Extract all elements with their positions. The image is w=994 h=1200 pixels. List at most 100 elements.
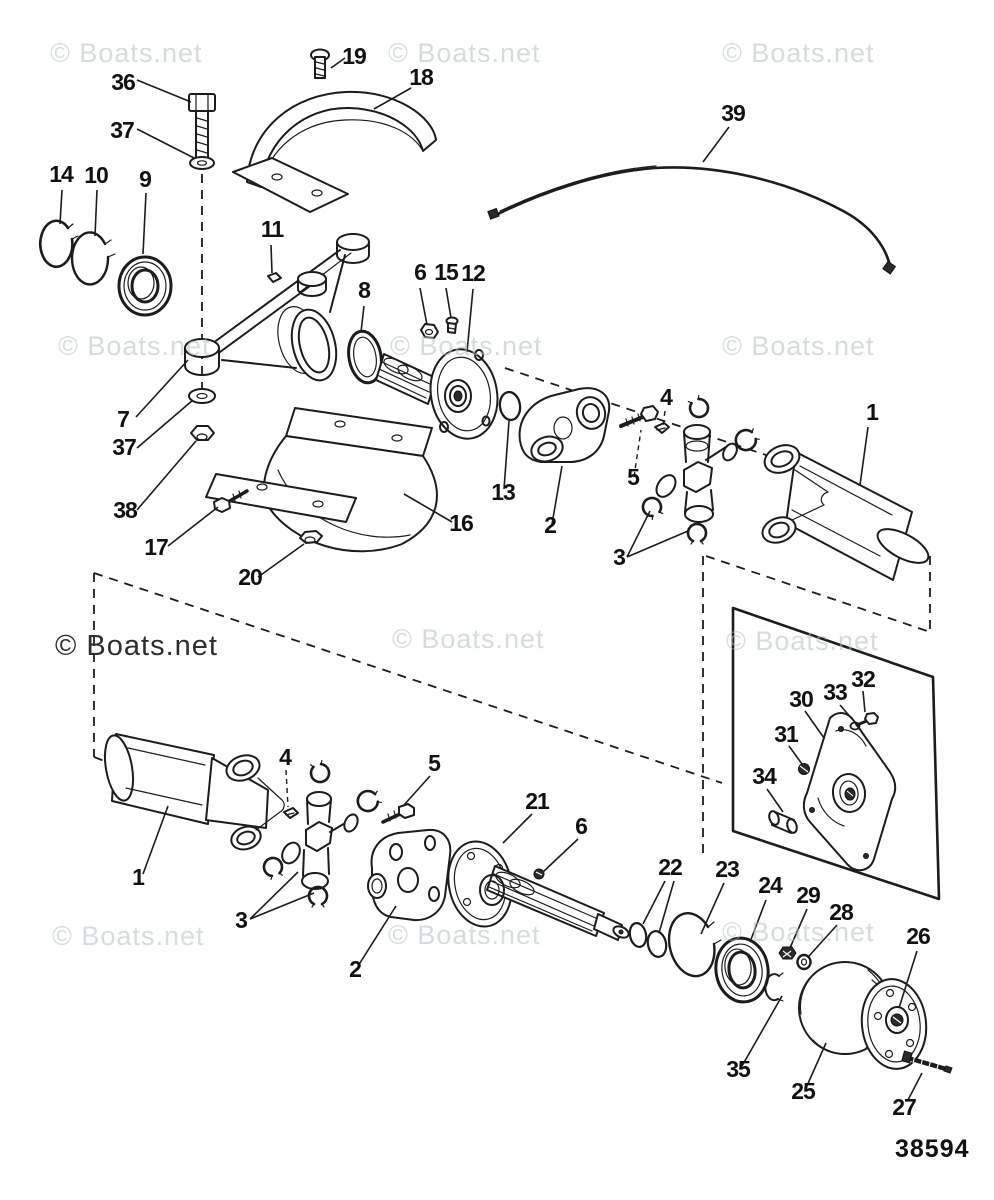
callout-label: 16 <box>449 510 473 536</box>
part-36-bolt <box>188 93 216 170</box>
part-1-driveshaft-upper <box>761 444 930 581</box>
diagram-linework <box>39 48 953 1074</box>
callout-label: 24 <box>758 872 783 898</box>
callout-label: 2 <box>544 512 556 538</box>
watermark-text: © Boats.net <box>52 921 204 951</box>
part-18-engine-coupler-bracket-upper <box>232 90 437 213</box>
part-ujoint-cross-lower <box>262 760 382 908</box>
callout-label: 14 <box>49 161 74 187</box>
part-6-nut-upper <box>420 323 439 339</box>
callout-label: 11 <box>261 216 285 242</box>
callout-label: 15 <box>434 259 459 285</box>
callout-label: 2 <box>349 956 361 982</box>
part-12-drive-flange <box>375 348 499 440</box>
watermark-layer: © Boats.net © Boats.net © Boats.net © Boats… <box>50 38 878 951</box>
callout-label: 12 <box>461 260 485 286</box>
callout-label: 5 <box>627 464 640 490</box>
part-31-nut-inset <box>798 763 810 775</box>
callout-label: 34 <box>752 763 777 789</box>
callout-label: 6 <box>575 813 587 839</box>
callout-label: 1 <box>132 864 145 890</box>
callout-label: 13 <box>491 479 515 505</box>
callout-label: 25 <box>791 1078 816 1104</box>
callout-label: 30 <box>789 686 813 712</box>
watermark-text: © Boats.net <box>722 331 874 361</box>
part-33-washer-inset <box>849 721 861 731</box>
callout-label: 10 <box>84 162 108 188</box>
leader-lines <box>59 57 923 1101</box>
part-30-coupler-plate <box>802 712 897 872</box>
part-13-oring <box>498 390 522 422</box>
part-ujoint-cross-upper <box>641 394 760 545</box>
callout-label: 26 <box>906 923 930 949</box>
callout-label: 6 <box>414 259 426 285</box>
callout-label: 37 <box>112 434 136 460</box>
part-15-fitting <box>445 316 459 334</box>
watermark-text: © Boats.net <box>392 624 544 654</box>
part-10-retaining-ring <box>70 231 116 286</box>
callout-label: 37 <box>110 117 134 143</box>
part-24-bearing <box>714 936 770 1004</box>
watermark-text: © Boats.net <box>722 38 874 68</box>
callout-label: 29 <box>796 882 820 908</box>
part-34-bushing-inset <box>768 810 798 834</box>
callout-label: 38 <box>113 497 138 523</box>
callout-label: 32 <box>851 666 875 692</box>
watermark-text: © Boats.net <box>55 630 218 662</box>
part-21-hub-and-shaft <box>447 840 630 941</box>
callout-label: 1 <box>866 399 879 425</box>
callout-label: 3 <box>235 907 247 933</box>
part-22-orings <box>628 922 668 958</box>
part-39-shift-cable <box>487 165 897 275</box>
watermark-text: © Boats.net <box>58 331 210 361</box>
callout-label: 23 <box>715 856 739 882</box>
watermark-text: © Boats.net <box>390 331 542 361</box>
callout-label: 20 <box>238 564 262 590</box>
callout-label: 21 <box>525 788 550 814</box>
part-29-nut <box>778 946 797 960</box>
callout-label: 5 <box>428 750 441 776</box>
part-28-washer <box>796 953 812 971</box>
part-23-snap-ring <box>667 911 722 978</box>
callout-label: 39 <box>721 100 745 126</box>
callout-label: 22 <box>658 854 682 880</box>
part-14-retaining-ring <box>39 219 79 268</box>
inset-box <box>731 606 941 901</box>
callout-label: 17 <box>144 534 168 560</box>
callout-label: 33 <box>823 679 847 705</box>
part-26-coupler-flange <box>860 978 928 1070</box>
part-2-yoke-upper <box>518 387 611 463</box>
watermark-text: © Boats.net <box>726 626 878 656</box>
part-35-cring <box>764 972 784 1002</box>
part-16-coupler-bracket-lower <box>205 407 438 553</box>
part-1-driveshaft-lower <box>103 733 285 851</box>
callout-label: 7 <box>117 406 129 432</box>
callout-label: 27 <box>892 1094 916 1120</box>
part-9-bearing <box>117 255 173 317</box>
callout-label: 19 <box>342 43 366 69</box>
part-4-clip-lower <box>283 807 299 819</box>
watermark-text: © Boats.net <box>388 920 540 950</box>
callout-label: 31 <box>774 721 799 747</box>
callout-label: 35 <box>726 1056 751 1082</box>
callout-label: 4 <box>279 744 292 770</box>
part-7-carrier-arm <box>184 233 370 441</box>
callout-label: 3 <box>613 544 625 570</box>
callout-label: 8 <box>358 277 371 303</box>
part-5-bolt-upper <box>619 405 659 428</box>
part-4-clip-upper <box>654 422 670 434</box>
part-27-stud <box>901 1050 953 1074</box>
part-20-nut <box>299 530 323 544</box>
watermark-text: © Boats.net <box>722 917 874 947</box>
callout-label: 9 <box>139 166 151 192</box>
diagram-number: 38594 <box>895 1135 970 1163</box>
watermark-text: © Boats.net <box>50 38 202 68</box>
callout-label: 4 <box>660 384 673 410</box>
part-5-bolt-lower <box>381 803 415 824</box>
watermark-text: © Boats.net <box>388 38 540 68</box>
callout-label: 18 <box>409 64 434 90</box>
part-2-yoke-lower <box>367 828 452 922</box>
callout-label: 36 <box>111 69 135 95</box>
